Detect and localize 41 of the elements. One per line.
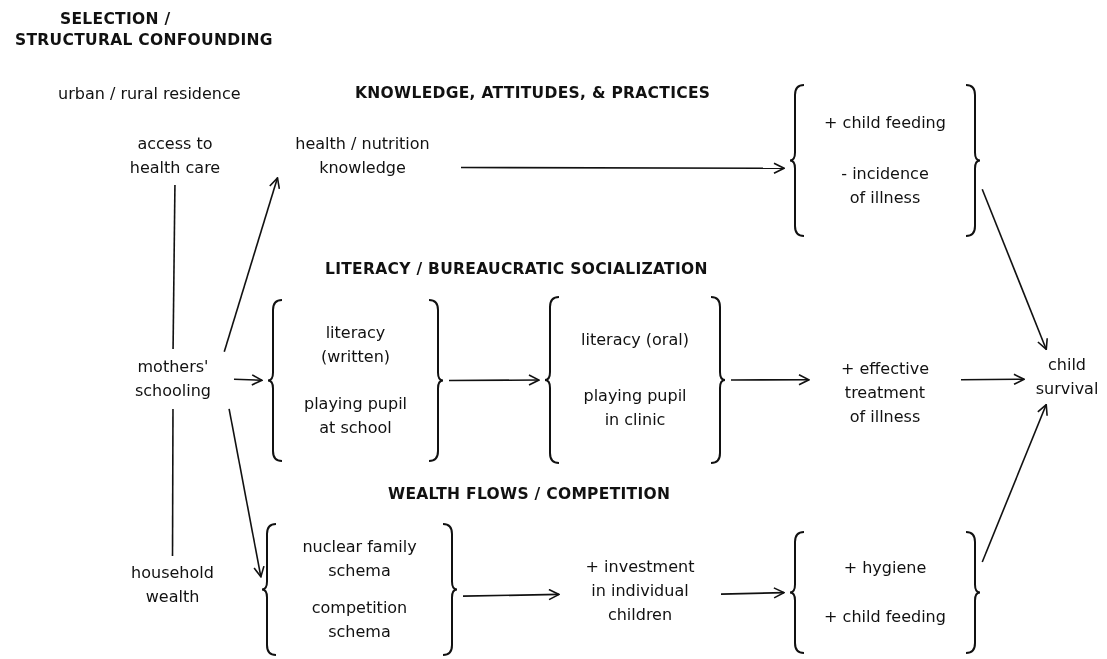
- node-text: literacy (written): [319, 322, 392, 368]
- brace-group: [545, 295, 725, 465]
- node-text: literacy (oral): [581, 328, 689, 351]
- node-text: + investment in individual children: [584, 556, 696, 626]
- arrow: [448, 374, 540, 386]
- section-heading: WEALTH FLOWS / COMPETITION: [388, 485, 671, 503]
- arrow: [228, 408, 265, 578]
- node-text: household wealth: [130, 562, 215, 608]
- arrow: [960, 373, 1025, 386]
- node-text: + child feeding: [824, 111, 946, 134]
- connector-line: [172, 184, 176, 350]
- node-text: nuclear family schema: [301, 536, 418, 582]
- node-text: competition schema: [310, 597, 409, 643]
- node-text: access to health care: [128, 133, 222, 179]
- arrow: [720, 587, 785, 599]
- section-heading: KNOWLEDGE, ATTITUDES, & PRACTICES: [355, 84, 711, 102]
- brace-group: [790, 530, 980, 655]
- arrow: [981, 188, 1048, 351]
- arrow: [730, 374, 810, 386]
- factor-label: urban / rural residence: [58, 84, 241, 103]
- node-text: + effective treatment of illness: [840, 358, 930, 428]
- brace-group: [262, 522, 457, 657]
- node-text: child survival: [1034, 354, 1100, 400]
- node-text: health / nutrition knowledge: [294, 133, 431, 179]
- node-text: + hygiene: [843, 556, 927, 579]
- node-text: playing pupil in clinic: [582, 385, 688, 432]
- brace-group: [268, 298, 443, 463]
- brace-group: [790, 83, 980, 238]
- connector-line: [171, 408, 174, 557]
- arrow: [233, 374, 263, 386]
- section-heading: SELECTION /: [60, 10, 171, 28]
- node-text: playing pupil at school: [302, 393, 408, 439]
- node-text: mothers' schooling: [133, 356, 212, 402]
- arrow: [981, 403, 1048, 563]
- section-heading: LITERACY / BUREAUCRATIC SOCIALIZATION: [325, 260, 708, 278]
- node-text: - incidence of illness: [840, 163, 930, 210]
- arrow: [462, 588, 560, 601]
- node-text: + child feeding: [824, 606, 946, 629]
- section-heading: STRUCTURAL CONFOUNDING: [15, 31, 273, 49]
- arrow: [223, 177, 281, 353]
- arrow: [460, 162, 785, 174]
